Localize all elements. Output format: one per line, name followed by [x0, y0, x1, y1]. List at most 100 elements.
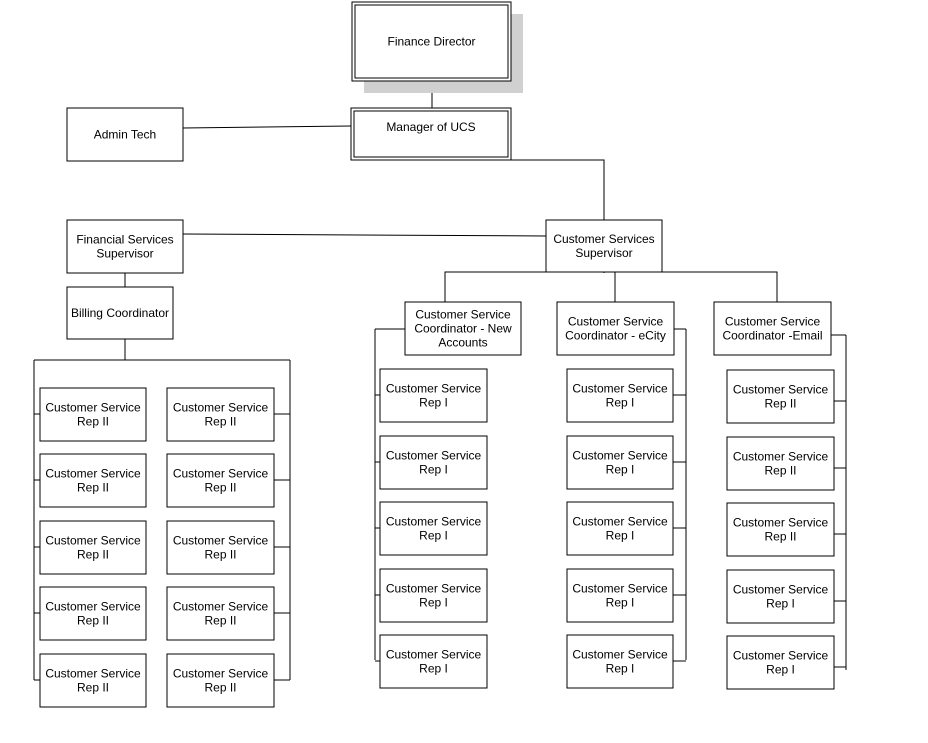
- billing-rep-right-box-label: Rep II: [204, 415, 236, 429]
- admin-tech-box-label: Admin Tech: [94, 128, 156, 142]
- ecity-rep-box-label: Rep I: [606, 662, 635, 676]
- new-accounts-rep-box-label: Rep I: [419, 662, 448, 676]
- billing-rep-left-box-frame: [39, 520, 147, 575]
- ecity-rep-box-label: Rep I: [606, 463, 635, 477]
- billing-rep-left-box-label: Rep II: [77, 681, 109, 695]
- billing-rep-right-box-frame: [166, 586, 275, 641]
- new-accounts-rep-box-frame: [379, 368, 488, 423]
- new-accounts-rep-box-label: Customer Service: [386, 582, 482, 596]
- ecity-rep-box-frame: [566, 368, 674, 423]
- new-accounts-rep-box-frame: [379, 435, 488, 490]
- billing-rep-left-box-label: Customer Service: [45, 534, 141, 548]
- billing-rep-right-box-label: Customer Service: [173, 667, 269, 681]
- connector-lines: [33, 81, 847, 681]
- coordinator-email-box-label: Customer Service: [725, 315, 821, 329]
- billing-rep-left-box-label: Rep II: [77, 548, 109, 562]
- line-manager-cs-supervisor: [511, 159, 605, 220]
- ecity-rep-box-label: Customer Service: [572, 515, 668, 529]
- coordinator-new-accounts-box-label: Coordinator - New: [414, 322, 512, 336]
- new-accounts-rep-box-label: Rep I: [419, 396, 448, 410]
- email-rep-box-frame: [726, 502, 835, 557]
- billing-rep-left-box-frame: [39, 653, 147, 708]
- email-rep-box-frame: [726, 369, 835, 424]
- billing-rep-right-box-frame: [166, 387, 275, 442]
- ecity-rep-box-frame: [566, 634, 674, 689]
- new-accounts-rep-box-frame: [379, 568, 488, 623]
- billing-rep-right-box-label: Rep II: [204, 614, 236, 628]
- ecity-rep-box-label: Customer Service: [572, 382, 668, 396]
- coordinator-email-box-label: Coordinator -Email: [722, 329, 822, 343]
- finance-director-box-label: Finance Director: [387, 35, 475, 49]
- email-rep-box-label: Rep II: [764, 530, 796, 544]
- financial-services-supervisor-box-frame: [66, 219, 184, 274]
- email-rep-box-frame: [726, 635, 835, 690]
- billing-rep-left-box-frame: [39, 586, 147, 641]
- new-accounts-rep-box-label: Customer Service: [386, 449, 482, 463]
- billing-rep-right-box-label: Rep II: [204, 681, 236, 695]
- billing-rep-right-box-label: Customer Service: [173, 401, 269, 415]
- billing-rep-right-box-frame: [166, 520, 275, 575]
- ecity-rep-box-label: Rep I: [606, 396, 635, 410]
- customer-services-supervisor-box-label: Customer Services: [553, 232, 654, 246]
- email-rep-box-label: Customer Service: [733, 649, 829, 663]
- ecity-rep-box-label: Customer Service: [572, 449, 668, 463]
- billing-rep-left-box-frame: [39, 387, 147, 442]
- financial-services-supervisor-box-label: Financial Services: [76, 233, 173, 247]
- billing-rep-right-box-frame: [166, 653, 275, 708]
- new-accounts-rep-box-label: Rep I: [419, 596, 448, 610]
- billing-rep-left-box-frame: [39, 453, 147, 508]
- email-rep-box-label: Rep II: [764, 397, 796, 411]
- billing-rep-right-box-frame: [166, 453, 275, 508]
- manager-ucs-box-inner-frame: [353, 110, 509, 158]
- billing-rep-left-box-label: Customer Service: [45, 600, 141, 614]
- ecity-rep-box-frame: [566, 435, 674, 490]
- new-accounts-rep-box-label: Rep I: [419, 463, 448, 477]
- admin-tech-box-frame: [66, 107, 184, 162]
- email-rep-box-label: Rep I: [766, 597, 795, 611]
- email-rep-box-frame: [726, 436, 835, 491]
- admin-tech-box: Admin Tech: [66, 107, 184, 162]
- customer-services-supervisor-box-label: Supervisor: [575, 246, 632, 260]
- manager-ucs-box-label: Manager of UCS: [386, 120, 475, 134]
- billing-coordinator-box: Billing Coordinator: [66, 286, 174, 340]
- financial-services-supervisor-box-label: Supervisor: [96, 247, 153, 261]
- coordinator-new-accounts-box-frame: [404, 301, 522, 356]
- coordinator-email-box-frame: [713, 301, 832, 356]
- billing-rep-right-box-label: Customer Service: [173, 467, 269, 481]
- email-rep-box-label: Customer Service: [733, 383, 829, 397]
- new-accounts-rep-box-frame: [379, 634, 488, 689]
- coordinator-new-accounts-box-label: Accounts: [438, 336, 487, 350]
- ecity-rep-box-frame: [566, 568, 674, 623]
- coordinator-new-accounts-box-label: Customer Service: [415, 308, 511, 322]
- finance-director-box: Finance Director: [351, 1, 523, 93]
- coordinator-ecity-box-label: Coordinator - eCity: [565, 329, 666, 343]
- billing-rep-left-box-label: Customer Service: [45, 401, 141, 415]
- email-rep-box-label: Customer Service: [733, 450, 829, 464]
- ecity-rep-box-label: Rep I: [606, 529, 635, 543]
- ecity-rep-box-label: Customer Service: [572, 648, 668, 662]
- billing-rep-left-box-label: Customer Service: [45, 467, 141, 481]
- ecity-rep-box-label: Rep I: [606, 596, 635, 610]
- billing-rep-right-box-label: Customer Service: [173, 600, 269, 614]
